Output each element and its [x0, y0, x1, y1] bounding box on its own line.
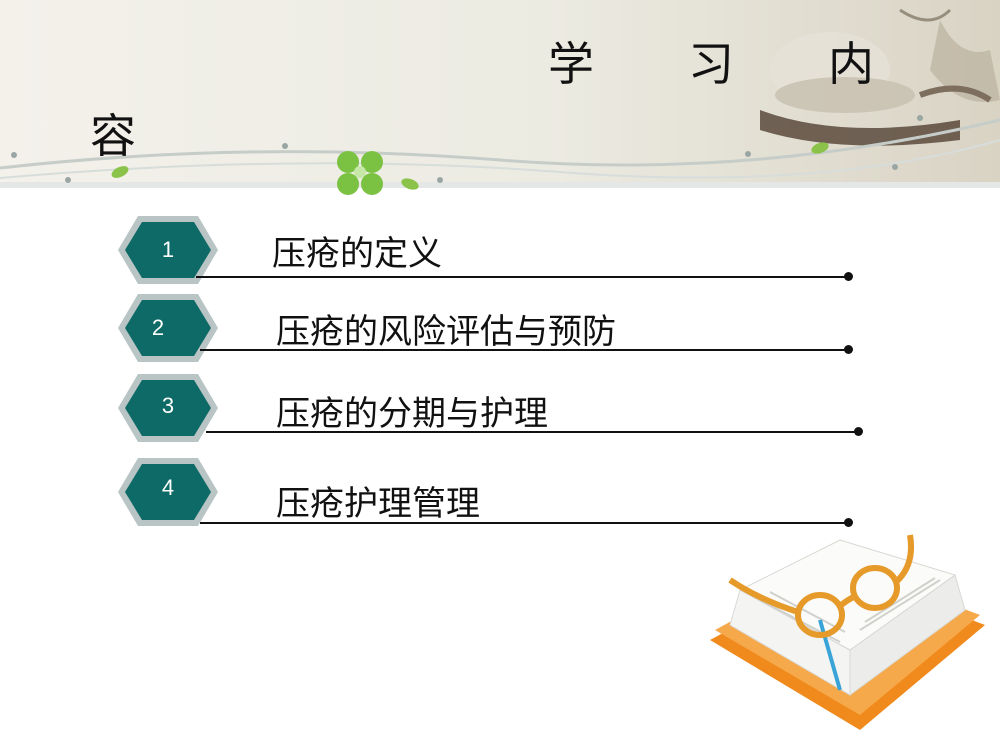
clover-icon	[337, 151, 383, 195]
line-end-dot	[854, 427, 863, 436]
title-char: 习	[688, 37, 734, 91]
item-number: 3	[161, 393, 175, 418]
list-item-label: 压疮的风险评估与预防	[276, 312, 616, 352]
list-item-label: 压疮的分期与护理	[276, 394, 548, 434]
hex-badge-4	[118, 458, 218, 526]
hex-badge-1	[118, 216, 218, 284]
header-banner	[0, 0, 1000, 195]
divider-line	[206, 431, 858, 433]
item-number: 1	[161, 237, 175, 262]
title-char: 内	[828, 37, 874, 91]
item-number: 4	[161, 475, 175, 500]
line-end-dot	[844, 518, 853, 527]
list-item-label: 压疮护理管理	[276, 484, 480, 524]
title-char: 学	[548, 37, 594, 91]
list-item-label: 压疮的定义	[272, 234, 442, 274]
item-number: 2	[151, 315, 165, 340]
divider-line	[196, 276, 848, 278]
book-with-glasses-icon	[710, 534, 985, 730]
page-title: 学习内	[548, 28, 968, 94]
hex-badge-2	[118, 294, 218, 362]
divider-line	[200, 522, 848, 524]
hex-badge-3	[118, 374, 218, 442]
line-end-dot	[844, 272, 853, 281]
divider-line	[200, 349, 848, 351]
lotus-painting-icon	[760, 8, 1000, 146]
page-title-continued: 容	[90, 109, 136, 163]
line-end-dot	[844, 345, 853, 354]
